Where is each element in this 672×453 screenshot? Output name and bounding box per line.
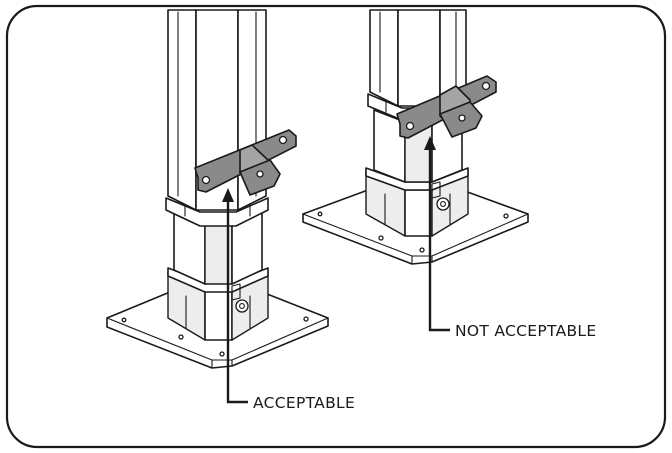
right-post-assembly <box>302 9 529 265</box>
callout-not-acceptable: NOT ACCEPTABLE <box>424 136 596 340</box>
left-post-assembly <box>106 9 329 369</box>
callout-acceptable: ACCEPTABLE <box>222 188 355 412</box>
label-acceptable: ACCEPTABLE <box>253 394 355 412</box>
arrow-not-acceptable <box>424 136 436 150</box>
arrow-acceptable <box>222 188 234 202</box>
label-not-acceptable: NOT ACCEPTABLE <box>455 322 596 340</box>
frame-border <box>5 4 667 449</box>
